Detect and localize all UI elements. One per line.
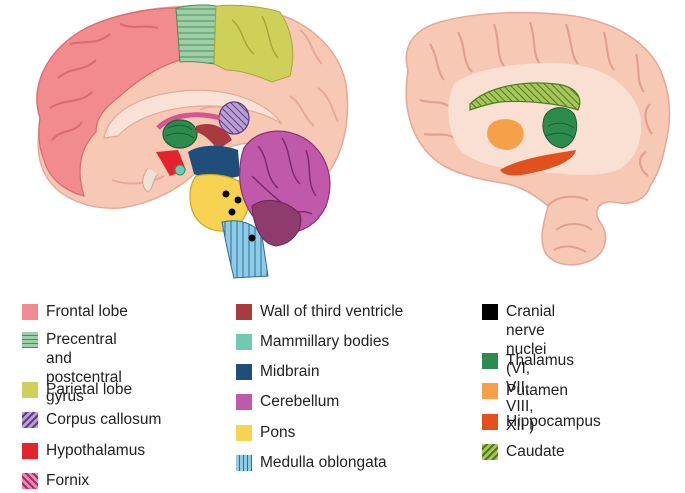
thalamus-swatch [482,353,498,369]
mammillary-bodies-swatch [236,334,252,350]
caudate-swatch [482,444,498,460]
third-ventricle-wall-region [196,123,232,150]
hippocampus-region [500,150,576,176]
legend-item-hypothalamus: Hypothalamus [22,441,145,460]
parietal-lobe-swatch [22,382,38,398]
hippocampus-swatch [482,414,498,430]
wall-third-ventricle-swatch [236,304,252,320]
legend-item-hippocampus: Hippocampus [482,412,601,431]
legend-item-pons: Pons [236,423,295,442]
legend-label: Corpus callosum [46,411,162,428]
cranial-nerve-nuclei-swatch [482,304,498,320]
midbrain-swatch [236,364,252,380]
precentral-postcentral-region [175,4,217,65]
pons-swatch [236,425,252,441]
thalamus-region [162,119,198,149]
hypothalamus-swatch [22,443,38,459]
legend-item-fornix: Fornix [22,471,89,490]
legend-item-precentral-postcentral-gyrus: Precentral and postcentral gyrus [22,330,122,406]
parietal-lobe-region [213,4,294,83]
frontal-lobe-region [36,7,181,197]
legend-label: Frontal lobe [46,303,128,320]
mammillary-bodies-region [174,164,186,176]
coronal-brain [405,11,671,266]
legend-label: Thalamus [506,352,575,369]
frontal-lobe-swatch [22,304,38,320]
legend-item-putamen: Putamen [482,381,568,400]
legend-item-thalamus: Thalamus [482,351,574,370]
legend-item-corpus-callosum: Corpus callosum [22,410,161,429]
fornix-region [156,112,221,130]
legend-label: Putamen [506,382,569,399]
legend-label: Wall of third ventricle [260,303,404,320]
legend-item-cranial-nerve-nuclei: Cranial nerve nuclei (VI, VII, VIII, XII… [482,302,555,435]
legend-label: Fornix [46,472,90,489]
legend-label: Pons [260,424,296,441]
precentral-postcentral-gyrus-swatch [22,332,38,348]
legend-item-caudate: Caudate [482,442,565,461]
legend-label: Mammillary bodies [260,333,390,350]
corpus-callosum-region [218,101,250,135]
legend-item-parietal-lobe: Parietal lobe [22,380,132,399]
legend-item-frontal-lobe: Frontal lobe [22,302,128,321]
putamen-region [487,119,524,150]
medulla-oblongata-region [221,220,269,279]
legend-item-midbrain: Midbrain [236,362,319,381]
legend-item-medulla-oblongata: Medulla oblongata [236,453,387,472]
legend-item-cerebellum: Cerebellum [236,392,339,411]
legend-label: Caudate [506,443,565,460]
sagittal-brain [36,4,349,279]
legend-label: Hypothalamus [46,442,146,459]
legend-label: Precentral and postcentral gyrus [46,331,122,405]
cerebellum-swatch [236,394,252,410]
legend-item-wall-third-ventricle: Wall of third ventricle [236,302,403,321]
legend-label: Medulla oblongata [260,454,387,471]
fornix-swatch [22,473,38,489]
thalamus-coronal-region [542,107,578,149]
medulla-oblongata-swatch [236,455,252,471]
legend-label: Midbrain [260,363,320,380]
legend-label: Cranial nerve nuclei (VI, VII, VIII, XII… [506,303,556,434]
midbrain-region [188,145,240,179]
putamen-swatch [482,383,498,399]
corpus-callosum-swatch [22,412,38,428]
legend-item-mammillary-bodies: Mammillary bodies [236,332,389,351]
legend-label: Cerebellum [260,393,340,410]
legend-label: Parietal lobe [46,381,133,398]
legend-label: Hippocampus [506,413,601,430]
caudate-region [469,82,581,111]
